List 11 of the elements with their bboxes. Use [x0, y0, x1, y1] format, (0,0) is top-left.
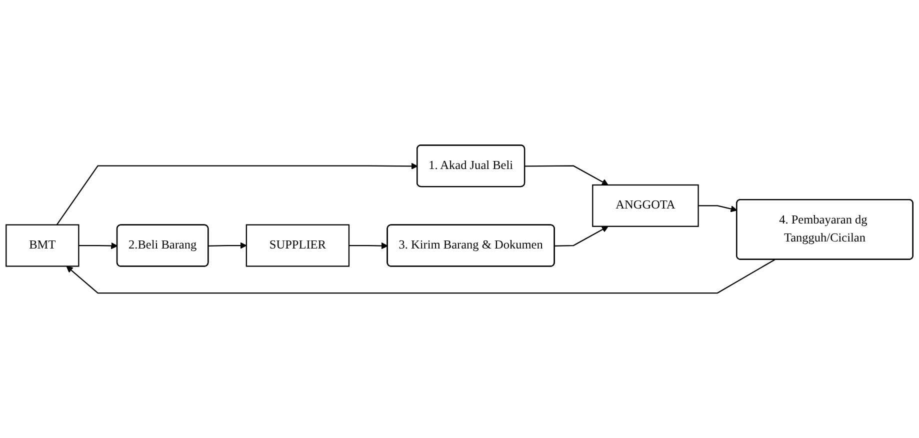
node-box: BMT [6, 224, 80, 267]
arrow [56, 162, 418, 226]
arrow [208, 242, 247, 249]
arrow [66, 259, 775, 294]
arrow [698, 205, 738, 212]
node-box: SUPPLIER [246, 224, 350, 267]
arrow [554, 226, 608, 246]
node-box: ANGGOTA [592, 184, 699, 227]
arrow [78, 242, 118, 250]
arrow [348, 242, 388, 250]
arrow [524, 165, 608, 186]
